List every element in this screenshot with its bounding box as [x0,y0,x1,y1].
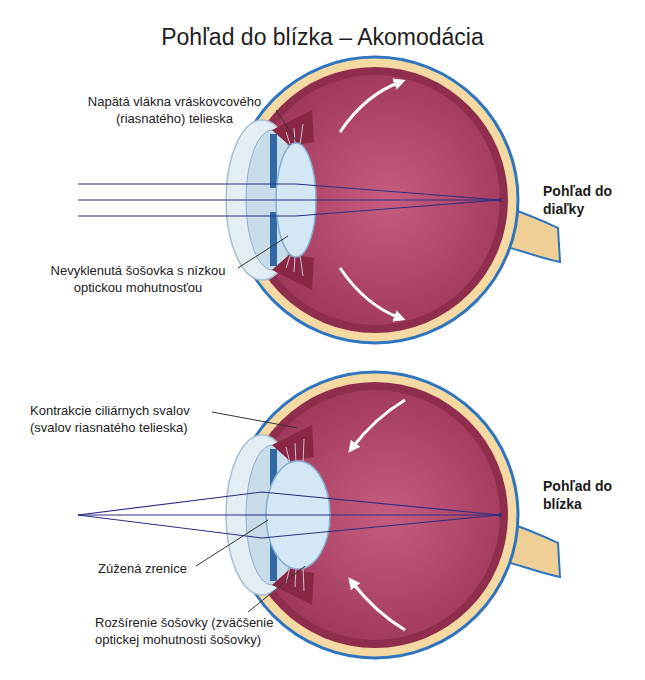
part-label: Nevyklenutá šošovka s nízkou optickou mo… [38,262,238,296]
part-label: Napätá vlákna vráskovcového (riasnatého)… [62,93,287,127]
part-label: Kontrakcie ciliárnych svalov (svalov ria… [30,402,230,436]
focus-point [498,198,502,202]
part-label: Rozšírenie šošovky (zväčšenie optickej m… [95,614,315,648]
focus-point-near [498,513,502,517]
light-rays-diverging [78,492,500,538]
view-label: Pohľad do diaľky [543,182,631,218]
contract-arrows [352,400,405,630]
light-rays-parallel [78,184,500,216]
leader-lines [196,110,305,612]
relax-arrows [340,82,400,318]
diagram-title: Pohľad do blízka – Akomodácia [0,24,645,51]
part-label: Zúžená zrenice [98,560,218,577]
view-label: Pohľad do blízka [543,477,631,513]
